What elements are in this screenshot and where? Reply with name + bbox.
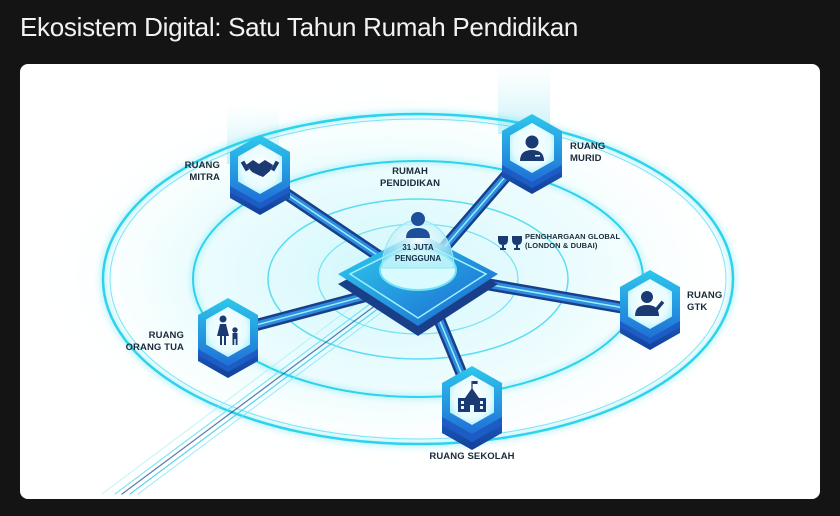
label-ruang-murid: RUANG MURID [570, 141, 606, 164]
handshake-icon [240, 160, 280, 177]
node-ruang-sekolah[interactable] [442, 366, 502, 450]
page-title: Ekosistem Digital: Satu Tahun Rumah Pend… [20, 12, 579, 42]
diagram-card: RUANG MITRA RUANG MURID RUANG GTK RUANG … [20, 64, 820, 499]
school-icon [458, 381, 486, 412]
node-ruang-mitra[interactable] [230, 135, 290, 215]
teacher-icon [635, 291, 665, 316]
label-ruang-gtk: RUANG GTK [687, 290, 723, 313]
parent-child-icon [217, 315, 238, 345]
label-rumah-pendidikan: RUMAH PENDIDIKAN [379, 166, 441, 189]
data-stream [101, 285, 399, 495]
user-icon [406, 212, 430, 238]
node-ruang-gtk[interactable] [620, 270, 680, 350]
student-icon [520, 135, 544, 161]
label-ruang-sekolah: RUANG SEKOLAH [429, 451, 515, 462]
label-ruang-mitra: RUANG MITRA [184, 160, 220, 183]
ecosystem-diagram [30, 64, 750, 495]
trophy-icon [498, 236, 522, 250]
award-label: PENGHARGAAN GLOBAL (LONDON & DUBAI) [525, 232, 621, 250]
hub-platform[interactable] [338, 212, 498, 336]
user-count-stat: 31 JUTA PENGGUNA [394, 243, 442, 263]
node-ruang-murid[interactable] [502, 114, 562, 194]
node-ruang-orang-tua[interactable] [198, 298, 258, 378]
label-ruang-orang-tua: RUANG ORANG TUA [125, 330, 184, 353]
